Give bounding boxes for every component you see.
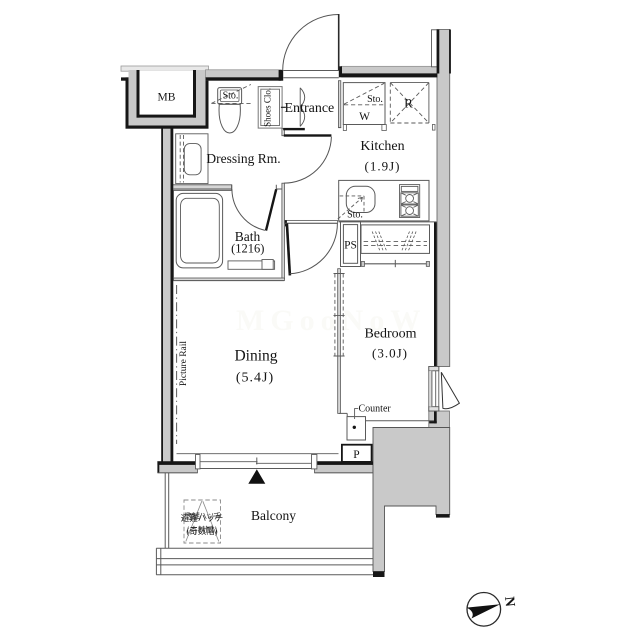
doors (231, 14, 340, 276)
compass-needle (466, 604, 501, 619)
washbasin-icon (175, 133, 209, 185)
bathtub-icon (175, 192, 224, 269)
bedroom-size-label: (3.0J) (372, 346, 408, 361)
washer-label: W (359, 111, 370, 123)
bath-label: Bath (235, 229, 261, 244)
pipe-space-label: PS (344, 240, 357, 252)
thin-walls (155, 70, 437, 576)
meter-box (139, 70, 193, 115)
hatch-label-line1: 避難ハッチ (181, 513, 224, 523)
fixtures (139, 70, 461, 544)
sliding-partition (333, 273, 345, 357)
mb-label: MB (158, 92, 176, 104)
entrance-label: Entrance (285, 101, 335, 116)
balcony-label: Balcony (251, 508, 296, 523)
bedroom-window (428, 366, 461, 412)
evacuation-hatch (183, 499, 221, 544)
pipe-label: P (353, 449, 359, 461)
refrigerator-box (389, 82, 430, 124)
counter-label: Counter (359, 404, 392, 415)
toilet-icon (217, 87, 243, 134)
kitchen-sink-icon (337, 185, 376, 220)
dining-size-label: (5.4J) (236, 371, 274, 386)
bedroom-label: Bedroom (364, 327, 416, 342)
washer-box (342, 82, 436, 131)
bedroom-closet (360, 231, 430, 268)
hatch-label-glyphs (184, 512, 221, 534)
stove-icon (399, 184, 421, 218)
dressing-label: Dressing Rm. (206, 151, 280, 166)
bath-size-label: (1216) (231, 242, 264, 256)
compass-north-label: N (501, 596, 517, 608)
refrigerator-label: R (404, 96, 413, 111)
compass: N (466, 591, 517, 627)
toilet-storage-label: Sto. (223, 91, 239, 102)
washer-storage-label: Sto. (367, 94, 383, 105)
kitchen-size-label: (1.9J) (365, 159, 401, 174)
pipe-box (340, 443, 373, 463)
sink-storage-label: Sto. (347, 210, 363, 221)
pipe-space-box (340, 220, 361, 267)
dining-label: Dining (234, 348, 277, 365)
room-labels: MB Sto. Shoes Clo. Entrance Dressing Rm.… (158, 88, 417, 536)
window-marker-triangle (248, 469, 266, 484)
structural-walls (121, 29, 451, 473)
toilet-storage-dashes (211, 84, 253, 104)
balcony-window (195, 454, 318, 470)
bath-counter-box (261, 259, 274, 270)
watermark-text: MGooNoW (236, 304, 426, 337)
kitchen-label: Kitchen (360, 139, 404, 154)
shoes-closet-label: Shoes Clo. (262, 88, 272, 127)
bath-counter (227, 260, 276, 270)
bedroom-counter (346, 408, 366, 441)
picture-rail-label: Picture Rail (179, 341, 189, 386)
